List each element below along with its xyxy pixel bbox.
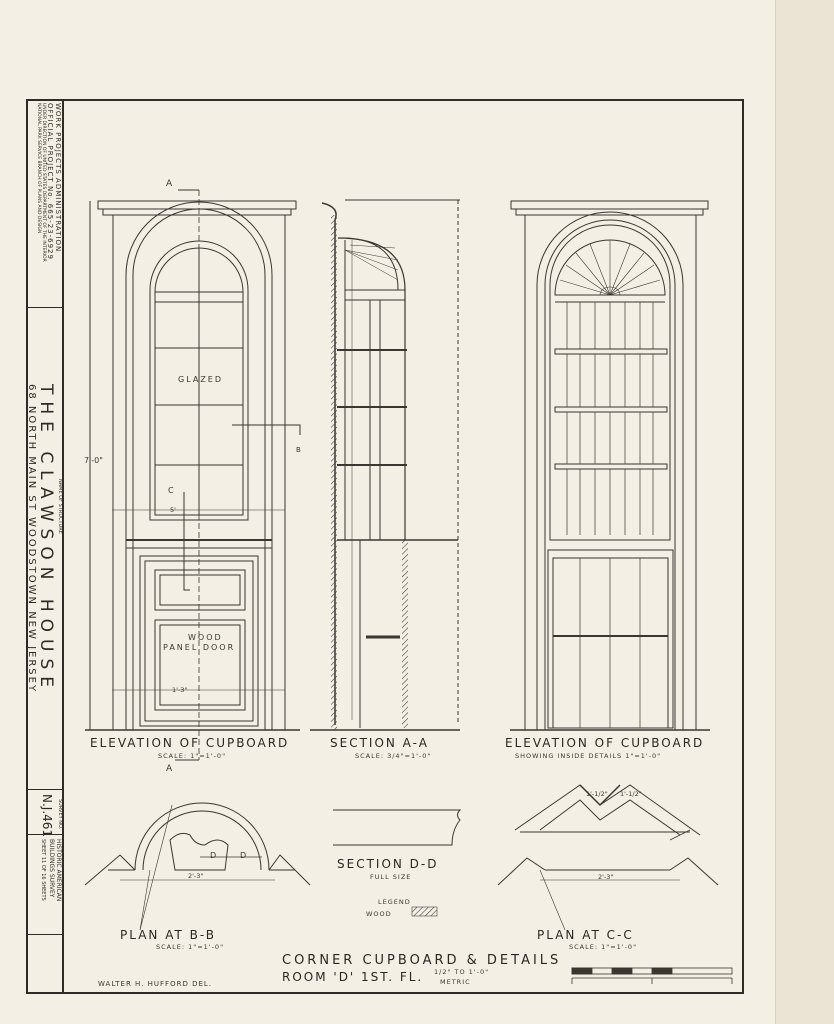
sidebar-divider [26, 307, 62, 308]
height-dimension: 7'-0" [84, 456, 103, 465]
door-label-1: WOOD [188, 633, 223, 642]
plan-bb-title: PLAN AT B-B [120, 928, 216, 942]
plan-cc-width: 2'-3" [598, 873, 614, 881]
section-aa-title: SECTION A-A [330, 736, 429, 750]
sheet-main-title: CORNER CUPBOARD & DETAILS [282, 953, 562, 968]
section-marker-a-top: A [166, 179, 173, 189]
width-dimension-1: 5' [170, 506, 176, 514]
plan-bb-width: 2'-3" [188, 872, 204, 880]
door-label-2: PANEL DOOR [163, 643, 236, 652]
drawing-border [26, 99, 744, 994]
scale-bar [571, 967, 733, 984]
section-d-d [333, 809, 462, 846]
shell-fan [559, 240, 661, 296]
section-a-a [310, 199, 460, 731]
elevation-2-scale: SHOWING INSIDE DETAILS 1"=1'-0" [515, 752, 662, 760]
elevation-1-scale: SCALE: 1"=1'-0" [158, 752, 227, 760]
sidebar-divider [26, 834, 62, 835]
section-marker-d: D [210, 851, 217, 860]
section-marker-a-bottom: A [166, 764, 173, 774]
scale-text: 1/2" TO 1'-0" [434, 968, 490, 976]
section-dd-title: SECTION D-D [337, 857, 439, 871]
plan-bb-scale: SCALE: 1"=1'-0" [156, 943, 225, 951]
elevation-cupboard-front [85, 189, 301, 761]
section-dd-scale: FULL SIZE [370, 873, 412, 881]
sidebar-title-strip: WORK PROJECTS ADMINISTRATION OFFICIAL PR… [26, 99, 64, 994]
section-marker-c: C [168, 486, 174, 495]
plan-cc-dim-1: 1'-1/2" [586, 790, 608, 798]
section-marker-b: B [296, 446, 301, 454]
section-marker-d-2: D [240, 851, 247, 860]
sheet-sub-title: ROOM 'D' 1ST. FL. [282, 970, 424, 984]
plan-b-b [84, 802, 311, 931]
section-aa-scale: SCALE: 3/4"=1'-0" [355, 752, 432, 760]
width-dimension-2: 1'-3" [172, 686, 188, 694]
legend-wood-swatch [411, 906, 438, 917]
elevation-cupboard-inside [510, 200, 710, 731]
legend-wood-label: WOOD [366, 910, 392, 918]
legend-title: LEGEND [378, 898, 411, 906]
elevation-2-title: ELEVATION OF CUPBOARD [505, 736, 705, 750]
plan-c-c [497, 784, 719, 931]
paper-margin [775, 0, 834, 1024]
delineator: WALTER H. HUFFORD DEL. [98, 980, 213, 988]
sidebar-divider [26, 789, 62, 790]
plan-cc-title: PLAN AT C-C [537, 928, 634, 942]
sidebar-divider [26, 934, 62, 935]
metric-label: METRIC [440, 978, 471, 986]
glazed-label: GLAZED [178, 375, 224, 384]
elevation-1-title: ELEVATION OF CUPBOARD [90, 736, 290, 750]
plan-cc-scale: SCALE: 1"=1'-0" [569, 943, 638, 951]
plan-cc-dim-2: 1'-1/2" [620, 790, 642, 798]
